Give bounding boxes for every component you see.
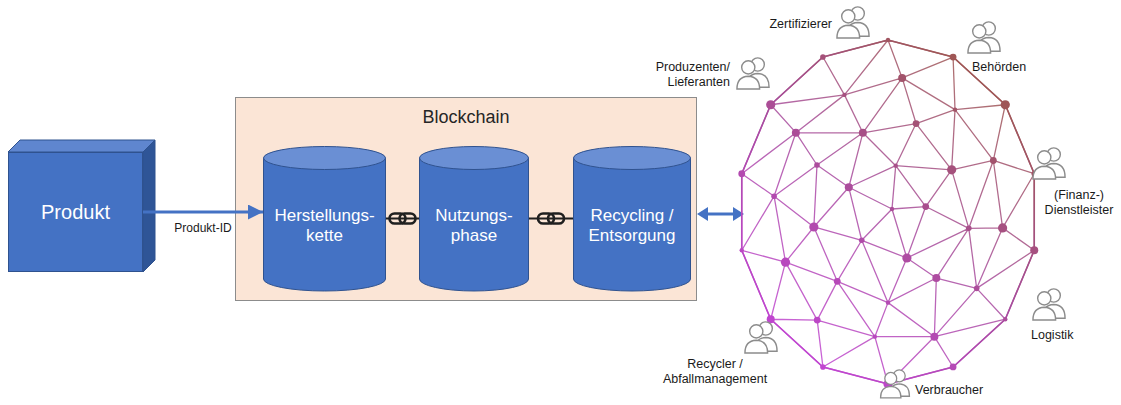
mesh-node: [1030, 246, 1038, 254]
mesh-node: [950, 364, 957, 371]
mesh-node: [792, 129, 800, 137]
mesh-node: [1003, 317, 1007, 321]
stakeholder-label: Recycler / Abfallmanagement: [652, 357, 778, 387]
mesh-node: [845, 183, 853, 191]
mesh-node: [922, 203, 929, 210]
person-icon: [968, 22, 1000, 53]
mesh-node: [1001, 100, 1010, 109]
database-cylinder: Herstellungs- kette: [263, 146, 386, 291]
cylinder-top: [264, 147, 386, 170]
mesh-node: [820, 54, 826, 60]
mesh-node: [930, 333, 938, 341]
mesh-node: [859, 237, 865, 243]
stakeholder-label: Logistik: [1031, 328, 1091, 343]
cylinder-top: [574, 147, 691, 170]
mesh-outline: [742, 40, 1034, 384]
mesh-node: [834, 278, 841, 285]
mesh-node: [886, 300, 890, 304]
mesh-node: [809, 222, 818, 231]
mesh-node: [886, 38, 890, 42]
panel-heading: Blockchain: [236, 106, 696, 128]
arrow-head: [697, 207, 708, 221]
stakeholder-label: Behörden: [972, 60, 1042, 75]
arrow-shaft: [704, 213, 736, 216]
mesh-node: [894, 163, 898, 167]
mesh-node: [947, 165, 956, 174]
mesh-lines: [742, 40, 1034, 384]
cylinder-body: [420, 158, 529, 291]
mesh-node: [766, 100, 775, 109]
mesh-node: [990, 157, 997, 164]
node-label: Produkt: [15, 202, 136, 222]
stakeholder-icons: [737, 7, 1065, 398]
mesh-node: [740, 248, 744, 252]
node-label: Recycling / Entsorgung: [579, 206, 685, 246]
mesh-node: [814, 317, 821, 324]
mesh-node: [820, 364, 826, 370]
cylinder-top: [420, 147, 529, 170]
mesh-node: [781, 258, 790, 267]
stakeholder-label: (Finanz-) Dienstleister: [1041, 188, 1117, 218]
database-cylinder: Recycling / Entsorgung: [573, 146, 691, 291]
person-icon: [1033, 148, 1065, 179]
mesh-node: [950, 54, 957, 61]
mesh-node: [842, 93, 846, 97]
mesh-node: [998, 223, 1007, 232]
cylinder-body: [264, 158, 386, 291]
person-icon: [837, 7, 869, 38]
product-box: Produkt: [8, 152, 143, 272]
person-icon: [737, 58, 769, 89]
person-icon: [745, 322, 777, 353]
mesh-node: [873, 334, 877, 338]
mesh-node: [898, 74, 906, 82]
mesh-node: [974, 286, 980, 292]
mesh-node: [932, 274, 940, 282]
mesh-node: [814, 162, 820, 168]
cube-top: [8, 140, 155, 152]
stakeholder-label: Verbraucher: [915, 383, 1005, 398]
mesh-node: [953, 107, 957, 111]
cube-side: [143, 140, 155, 272]
node-label: Nutzungs- phase: [425, 206, 523, 246]
node-label: Herstellungs- kette: [269, 206, 380, 246]
edge-label: Produkt-ID: [174, 221, 231, 235]
mesh-node: [771, 193, 777, 199]
mesh-node: [738, 170, 745, 177]
cylinder-body: [574, 158, 691, 291]
database-cylinder: Nutzungs- phase: [419, 146, 529, 291]
stakeholder-label: Produzenten/ Lieferanten: [646, 60, 730, 90]
network-sphere: [738, 38, 1038, 389]
stakeholder-label: Zertifizierer: [752, 17, 832, 32]
mesh-node: [890, 207, 894, 211]
mesh-node: [902, 253, 911, 262]
mesh-node: [859, 129, 867, 137]
person-icon: [881, 370, 910, 398]
double-arrow: [697, 207, 744, 221]
blockchain-panel: Herstellungs- kette Nutzungs- phase Recycl…: [235, 97, 697, 301]
mesh-node: [966, 226, 972, 232]
mesh-node: [913, 120, 920, 127]
person-icon: [1033, 289, 1065, 320]
